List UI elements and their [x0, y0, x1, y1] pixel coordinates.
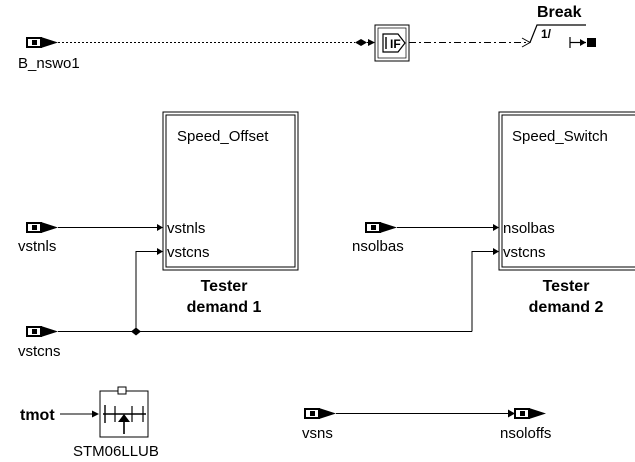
junction-dot	[355, 39, 367, 46]
label-b-nswo1: B_nswo1	[18, 55, 80, 72]
label-stm06llub: STM06LLUB	[73, 443, 159, 460]
arrow-to-if	[368, 39, 375, 46]
speed-offset-port-vstcns: vstcns	[167, 244, 210, 261]
input-port-vstnls[interactable]	[26, 222, 58, 233]
label-nsoloffs: nsoloffs	[500, 425, 551, 442]
speed-switch-port-vstcns: vstcns	[503, 244, 546, 261]
caption-demand-1: demand 1	[187, 299, 262, 316]
break-block[interactable]: Break 1/	[529, 4, 596, 48]
caption-tester-2: Tester	[543, 278, 590, 295]
if-block[interactable]: IF	[374, 24, 410, 62]
label-vstnls: vstnls	[18, 238, 56, 255]
stm06llub-lookup-block[interactable]	[99, 386, 149, 438]
break-value: 1/	[541, 27, 552, 41]
label-nsolbas: nsolbas	[352, 238, 404, 255]
input-port-vstcns[interactable]	[26, 326, 58, 337]
output-port-nsoloffs[interactable]	[514, 408, 546, 419]
input-port-nsolbas[interactable]	[365, 222, 397, 233]
arrow-vstnls	[157, 224, 163, 231]
arrow-vstcns-block1	[157, 248, 163, 255]
speed-switch-title: Speed_Switch	[512, 128, 608, 145]
caption-demand-2: demand 2	[529, 299, 604, 316]
if-label: IF	[390, 37, 401, 51]
input-port-vsns[interactable]	[304, 408, 336, 419]
speed-offset-block[interactable]: Speed_Offset vstnls vstcns	[162, 111, 299, 271]
speed-offset-port-vstnls: vstnls	[167, 220, 205, 237]
arrow-vsns	[508, 409, 515, 418]
label-vsns: vsns	[302, 425, 333, 442]
arrow-tmot	[92, 410, 99, 418]
input-port-b-nswo1[interactable]	[26, 37, 58, 48]
arrow-nsolbas	[493, 224, 499, 231]
break-title: Break	[537, 4, 582, 21]
label-tmot: tmot	[20, 407, 55, 424]
speed-switch-block[interactable]: Speed_Switch nsolbas vstcns	[498, 111, 635, 271]
speed-offset-title: Speed_Offset	[177, 128, 269, 145]
wire-vstcns-to-block2	[471, 251, 493, 332]
wire-vstcns-to-block1	[135, 251, 157, 332]
speed-switch-port-nsolbas: nsolbas	[503, 220, 555, 237]
arrow-vstcns-block2	[493, 248, 499, 255]
caption-tester-1: Tester	[201, 278, 248, 295]
label-vstcns: vstcns	[18, 343, 61, 360]
